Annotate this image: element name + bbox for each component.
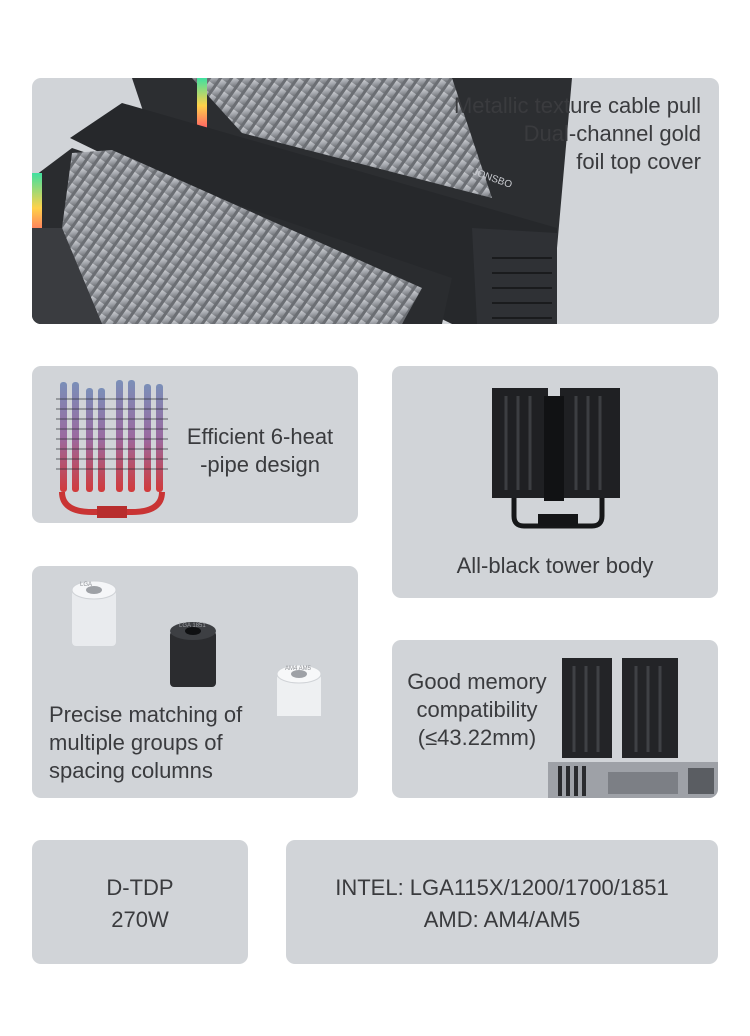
spacer-columns-image: LGA LGA 1851 AM4 AM5 [71, 580, 322, 716]
spacing-line-3: spacing columns [49, 758, 213, 783]
tower-caption: All-black tower body [456, 553, 654, 578]
memory-line-1: Good memory [407, 669, 547, 694]
spacer-label-2: LGA 1851 [179, 623, 206, 629]
spacing-line-2: multiple groups of [49, 730, 223, 755]
heatpipe-card: Efficient 6-heat -pipe design [32, 366, 358, 523]
sockets-amd: AMD: AM4/AM5 [423, 907, 581, 932]
tower-card: All-black tower body [392, 366, 718, 598]
cooler-top-cover-image: JONSBO [32, 78, 572, 324]
hero-line-1: Metallic texture cable pull [453, 93, 701, 118]
hero-line-2: Dual-channel gold [523, 121, 701, 146]
sockets-intel: INTEL: LGA115X/1200/1700/1851 [335, 875, 669, 900]
memory-line-2: compatibility [416, 697, 538, 722]
tower-image [492, 388, 620, 529]
spacer-label-3: AM4 AM5 [285, 666, 312, 672]
spacer-label-1: LGA [80, 582, 92, 588]
hero-line-3: foil top cover [576, 149, 701, 174]
spacing-line-1: Precise matching of [49, 702, 243, 727]
memory-line-3: (≤43.22mm) [417, 725, 537, 750]
heatpipe-image [56, 380, 168, 518]
sockets-card: INTEL: LGA115X/1200/1700/1851 AMD: AM4/A… [286, 840, 718, 964]
hero-card: JONSBO Metallic texture cable pull Dual-… [32, 78, 719, 324]
tdp-value: 270W [111, 907, 169, 932]
spacing-card: LGA LGA 1851 AM4 AM5 Precise matching of… [32, 566, 358, 798]
tdp-card: D-TDP 270W [32, 840, 248, 964]
memory-card: Good memory compatibility (≤43.22mm) [392, 640, 718, 798]
tdp-label: D-TDP [106, 875, 174, 900]
memory-clearance-image [548, 658, 718, 798]
heatpipe-line-2: -pipe design [200, 452, 320, 477]
heatpipe-line-1: Efficient 6-heat [186, 424, 334, 449]
